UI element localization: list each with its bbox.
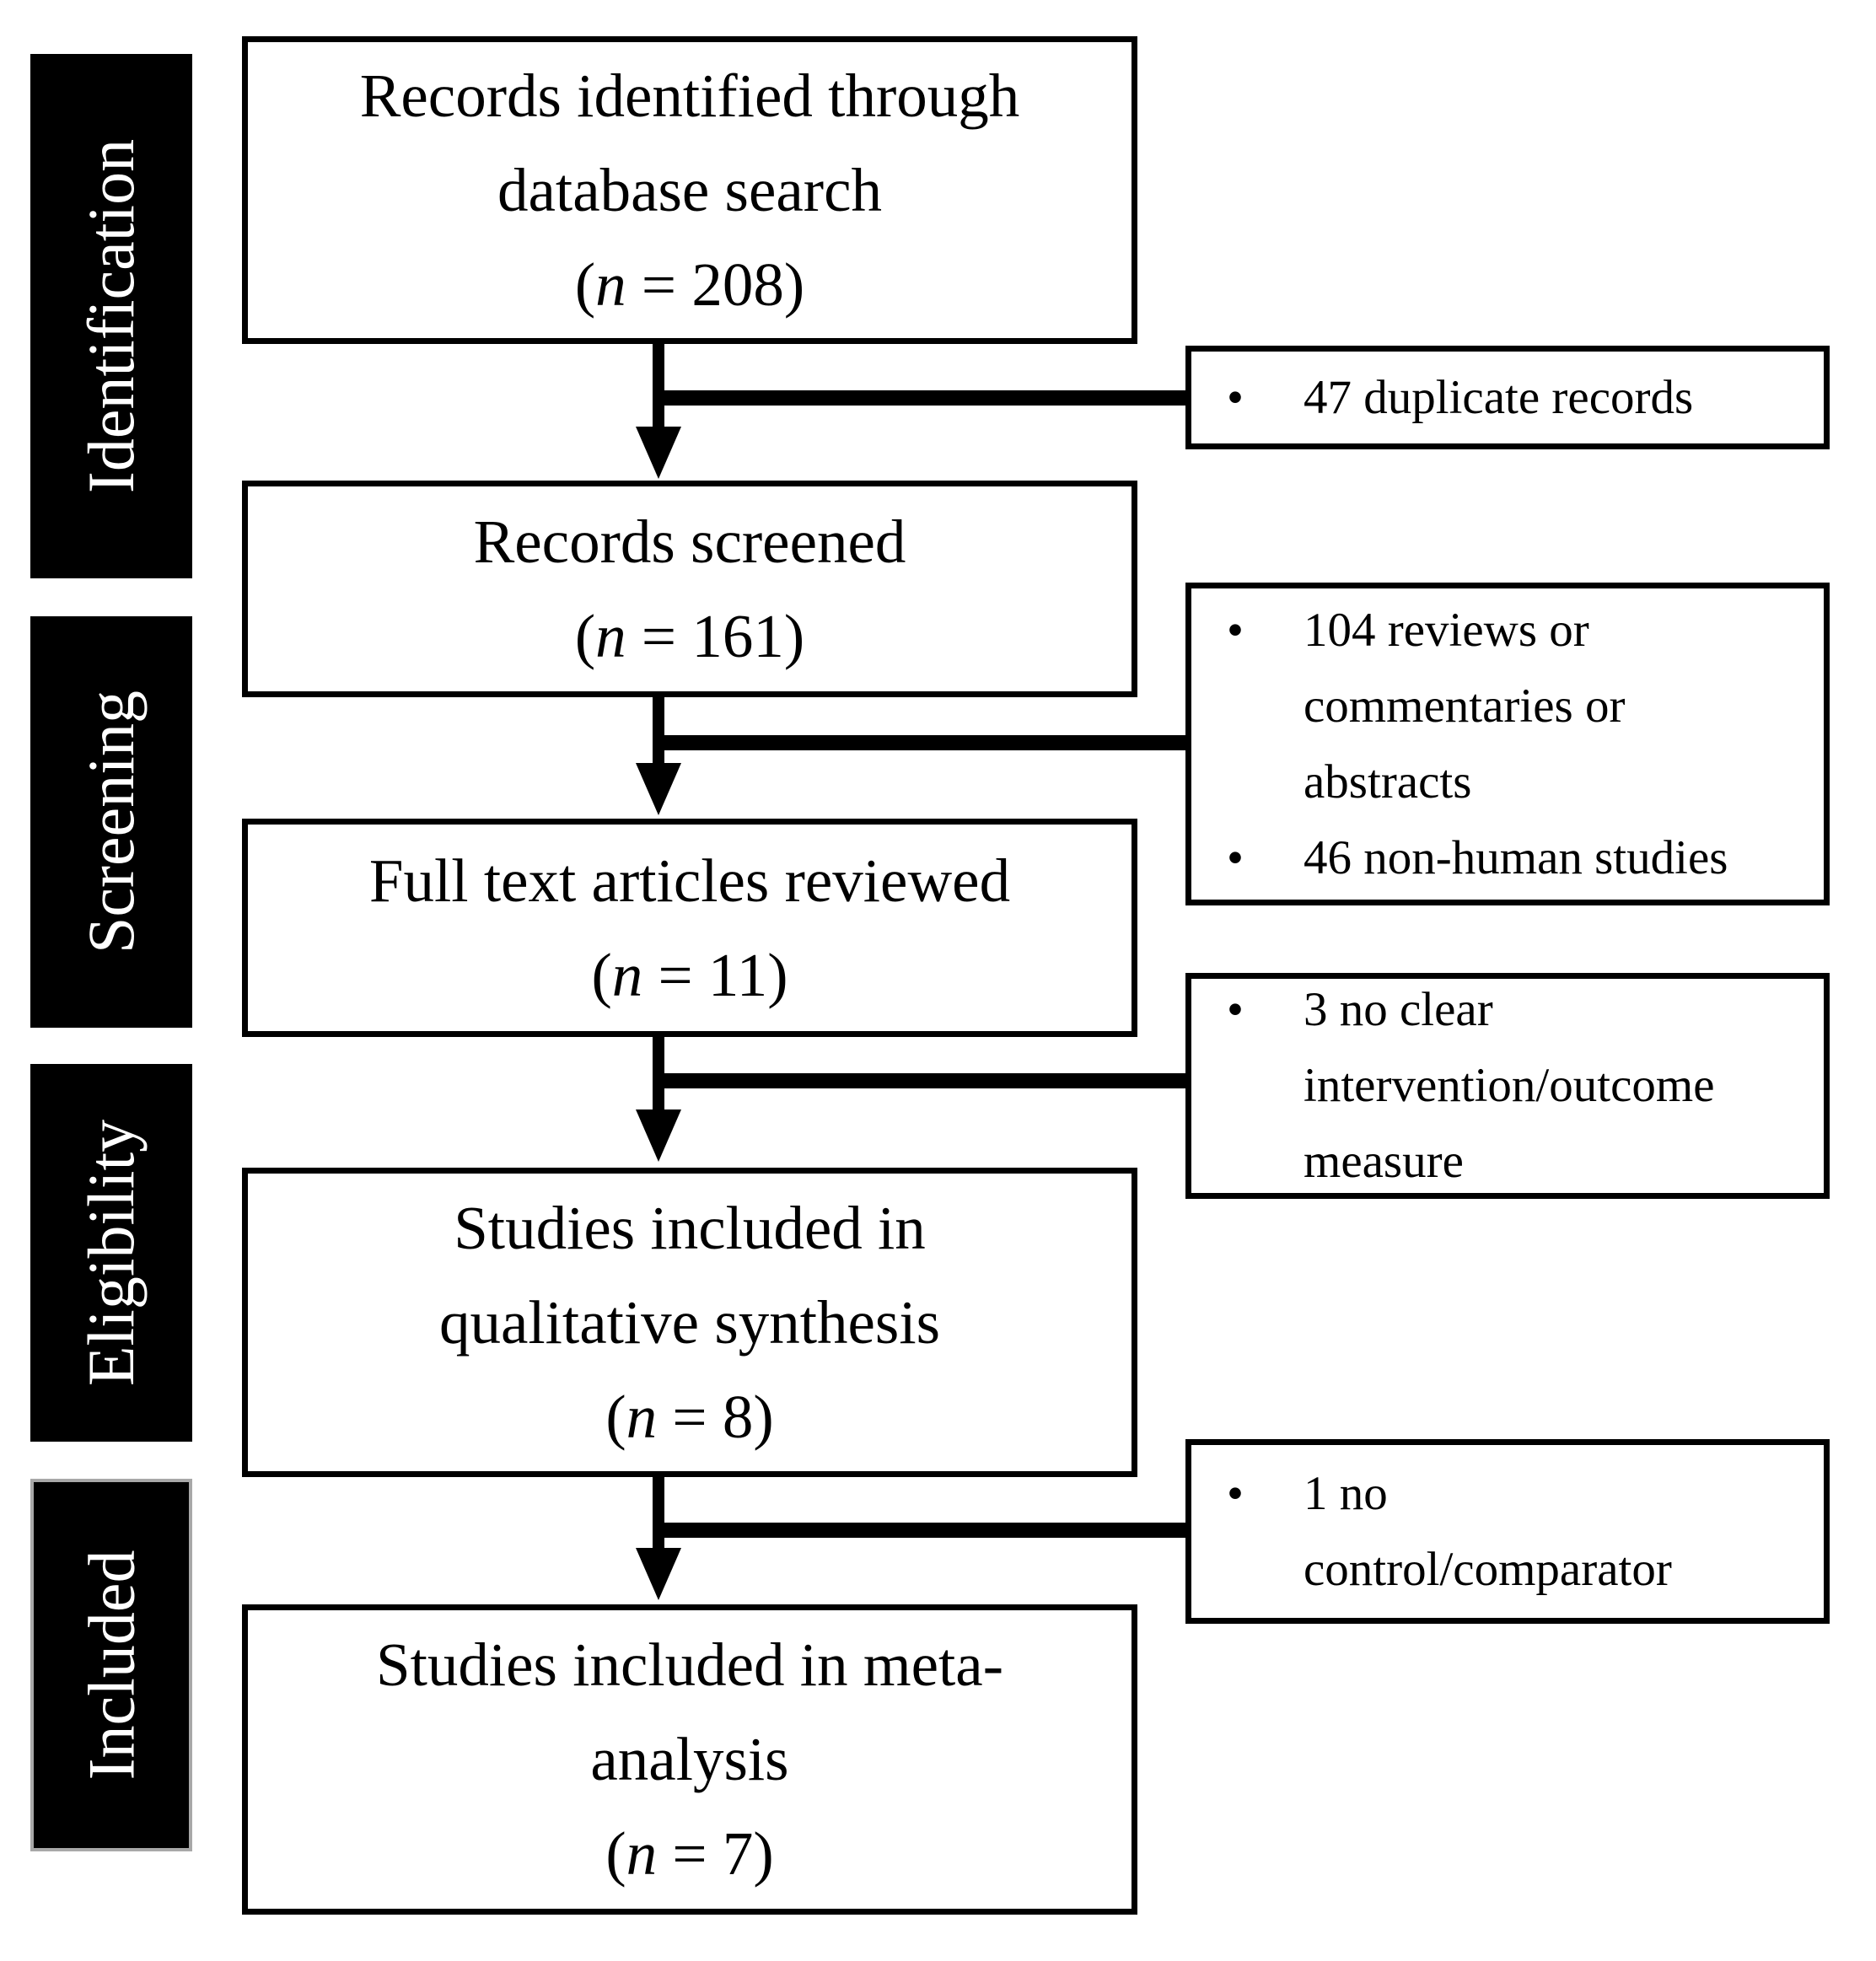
flow-box-fulltext-reviewed: Full text articles reviewed (n = 11) <box>242 819 1137 1037</box>
exclusion-box-duplicates: 47 duplicate records <box>1185 346 1830 449</box>
stage-label-identification: Identification <box>74 138 148 494</box>
arrow-down-icon <box>636 763 681 815</box>
arrow-down-icon <box>636 1548 681 1600</box>
box-count-line: (n = 161) <box>574 601 805 670</box>
box-text-line: Records screened <box>473 507 906 576</box>
box-text-line: Records identified through <box>359 61 1020 130</box>
box-text-line: Studies included in meta- <box>375 1631 1004 1699</box>
stage-label-included: Included <box>74 1550 148 1781</box>
stage-bar-included: Included <box>30 1479 192 1851</box>
arrow-down-icon <box>636 1109 681 1162</box>
box-text-line: Studies included in <box>454 1193 926 1262</box>
connector-branch-2 <box>653 735 1185 750</box>
box-count-line: (n = 208) <box>574 250 805 319</box>
exclusion-item: 1 no control/comparator <box>1191 1456 1824 1608</box>
connector-branch-3 <box>653 1073 1185 1088</box>
stage-label-screening: Screening <box>74 690 148 954</box>
box-count-line: (n = 11) <box>591 940 788 1009</box>
stage-label-eligibility: Eligibility <box>74 1119 148 1387</box>
exclusion-item: 3 no clear intervention/outcome measure <box>1191 972 1824 1200</box>
stage-bar-eligibility: Eligibility <box>30 1064 192 1442</box>
exclusion-box-fulltext: 3 no clear intervention/outcome measure <box>1185 972 1830 1200</box>
connector-stem-2 <box>653 697 664 766</box>
box-count-line: (n = 8) <box>605 1382 774 1451</box>
box-text-line: qualitative synthesis <box>438 1287 941 1357</box>
box-text-line: database search <box>497 155 882 224</box>
exclusion-box-no-control: 1 no control/comparator <box>1185 1439 1830 1624</box>
box-text-line: Full text articles reviewed <box>368 846 1011 915</box>
flow-box-records-identified: Records identified through database sear… <box>242 36 1137 344</box>
flow-box-meta-analysis: Studies included in meta- analysis (n = … <box>242 1604 1137 1915</box>
exclusion-item: 47 duplicate records <box>1191 360 1824 436</box>
arrow-down-icon <box>636 427 681 479</box>
exclusion-item: 46 non-human studies <box>1191 820 1824 896</box>
box-text-line: analysis <box>590 1725 789 1793</box>
connector-branch-1 <box>653 390 1185 406</box>
exclusion-item: 104 reviews or commentaries or abstracts <box>1191 593 1824 820</box>
stage-bar-identification: Identification <box>30 54 192 578</box>
connector-branch-4 <box>653 1523 1185 1538</box>
box-count-line: (n = 7) <box>605 1819 774 1888</box>
connector-stem-1 <box>653 344 664 428</box>
stage-bar-screening: Screening <box>30 616 192 1028</box>
flow-box-records-screened: Records screened (n = 161) <box>242 481 1137 697</box>
connector-stem-4 <box>653 1477 664 1550</box>
exclusion-box-screening: 104 reviews or commentaries or abstracts… <box>1185 583 1830 905</box>
flow-box-qualitative-synthesis: Studies included in qualitative synthesi… <box>242 1168 1137 1477</box>
